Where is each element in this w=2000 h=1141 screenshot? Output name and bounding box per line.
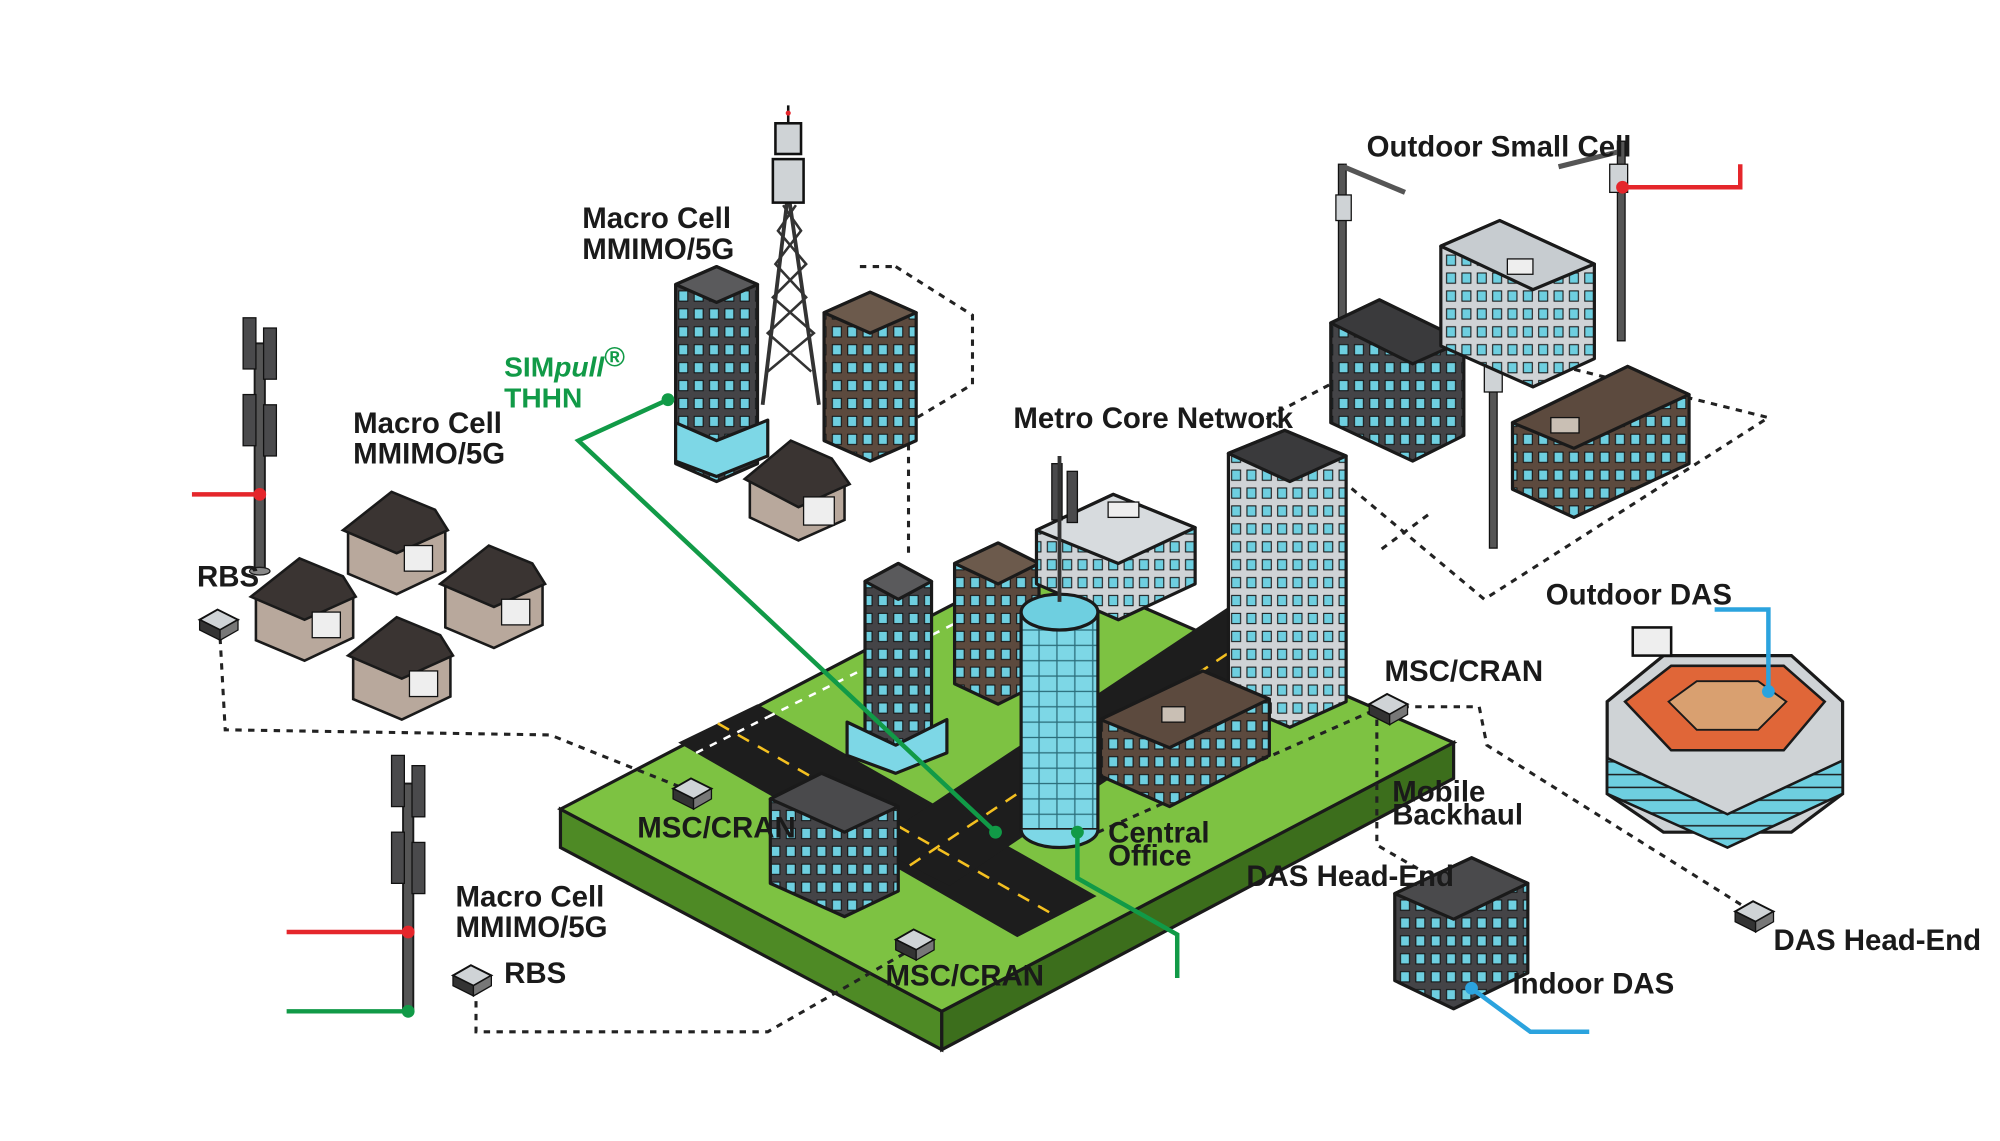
office-building-icon <box>1510 364 1691 519</box>
label-mobile-backhaul: Mobile <box>1392 775 1485 808</box>
antenna-pole-icon-left <box>191 317 278 576</box>
office-building-icon <box>1393 856 1590 1035</box>
label-msc-left: MSC/CRAN <box>637 811 796 844</box>
office-building-icon <box>845 561 949 775</box>
msc-box-icon-bottom <box>893 928 937 962</box>
label-mobile-backhaul-sub: Backhaul <box>1392 798 1523 831</box>
label-macro-cell-left-sub: MMIMO/5G <box>353 438 505 471</box>
label-das-head-end-mid: DAS Head-End <box>1246 860 1454 893</box>
das-box-icon-right <box>1733 900 1776 934</box>
house-icon <box>340 490 450 596</box>
street-light-icon <box>1557 140 1743 342</box>
house-icon <box>437 544 547 650</box>
office-building-icon <box>674 264 770 484</box>
label-macro-cell-left: Macro Cell <box>353 407 502 440</box>
office-building-icon <box>1226 428 1348 729</box>
label-central-office: Central <box>1108 816 1209 849</box>
label-msc-right: MSC/CRAN <box>1385 655 1544 688</box>
rbs-box-icon-bottom <box>450 964 494 998</box>
msc-box-icon-right <box>1367 692 1410 726</box>
antenna-pole-icon-bottom <box>286 754 426 1018</box>
label-indoor-das: Indoor DAS <box>1512 967 1674 1000</box>
label-macro-cell-bottom-sub: MMIMO/5G <box>456 911 608 944</box>
label-rbs-left: RBS <box>197 560 259 593</box>
label-das-head-end-right: DAS Head-End <box>1774 924 1982 957</box>
office-building-icon <box>1098 669 1271 809</box>
simpull-cable <box>574 393 1180 979</box>
label-macro-cell-top: Macro Cell <box>582 202 731 235</box>
house-cluster <box>248 490 547 721</box>
label-macro-cell-bottom: Macro Cell <box>456 880 605 913</box>
house-icon <box>345 615 455 721</box>
label-outdoor-das: Outdoor DAS <box>1546 578 1732 611</box>
office-building-icon <box>822 290 918 463</box>
office-building-icon <box>768 771 900 919</box>
msc-box-icon-left <box>671 777 714 811</box>
label-msc-bottom: MSC/CRAN <box>885 960 1044 993</box>
house-icon <box>742 439 852 542</box>
label-metro-core: Metro Core Network <box>1013 402 1293 435</box>
street-light-icon <box>1335 163 1406 370</box>
rbs-box-icon-left <box>197 608 241 642</box>
label-thhn: THHN <box>504 382 582 413</box>
stadium-icon <box>1605 607 1845 849</box>
house-icon <box>248 556 358 663</box>
label-outdoor-small-cell: Outdoor Small Cell <box>1367 131 1632 164</box>
label-rbs-bottom: RBS <box>504 957 566 990</box>
label-macro-cell-top-sub: MMIMO/5G <box>582 233 734 266</box>
label-simpull: SIMpull® <box>504 341 625 382</box>
label-central-office-sub: Office <box>1108 839 1191 872</box>
macro-tower-icon <box>760 105 821 406</box>
office-building-icon <box>1439 218 1596 389</box>
office-building-icon <box>1034 463 1197 622</box>
